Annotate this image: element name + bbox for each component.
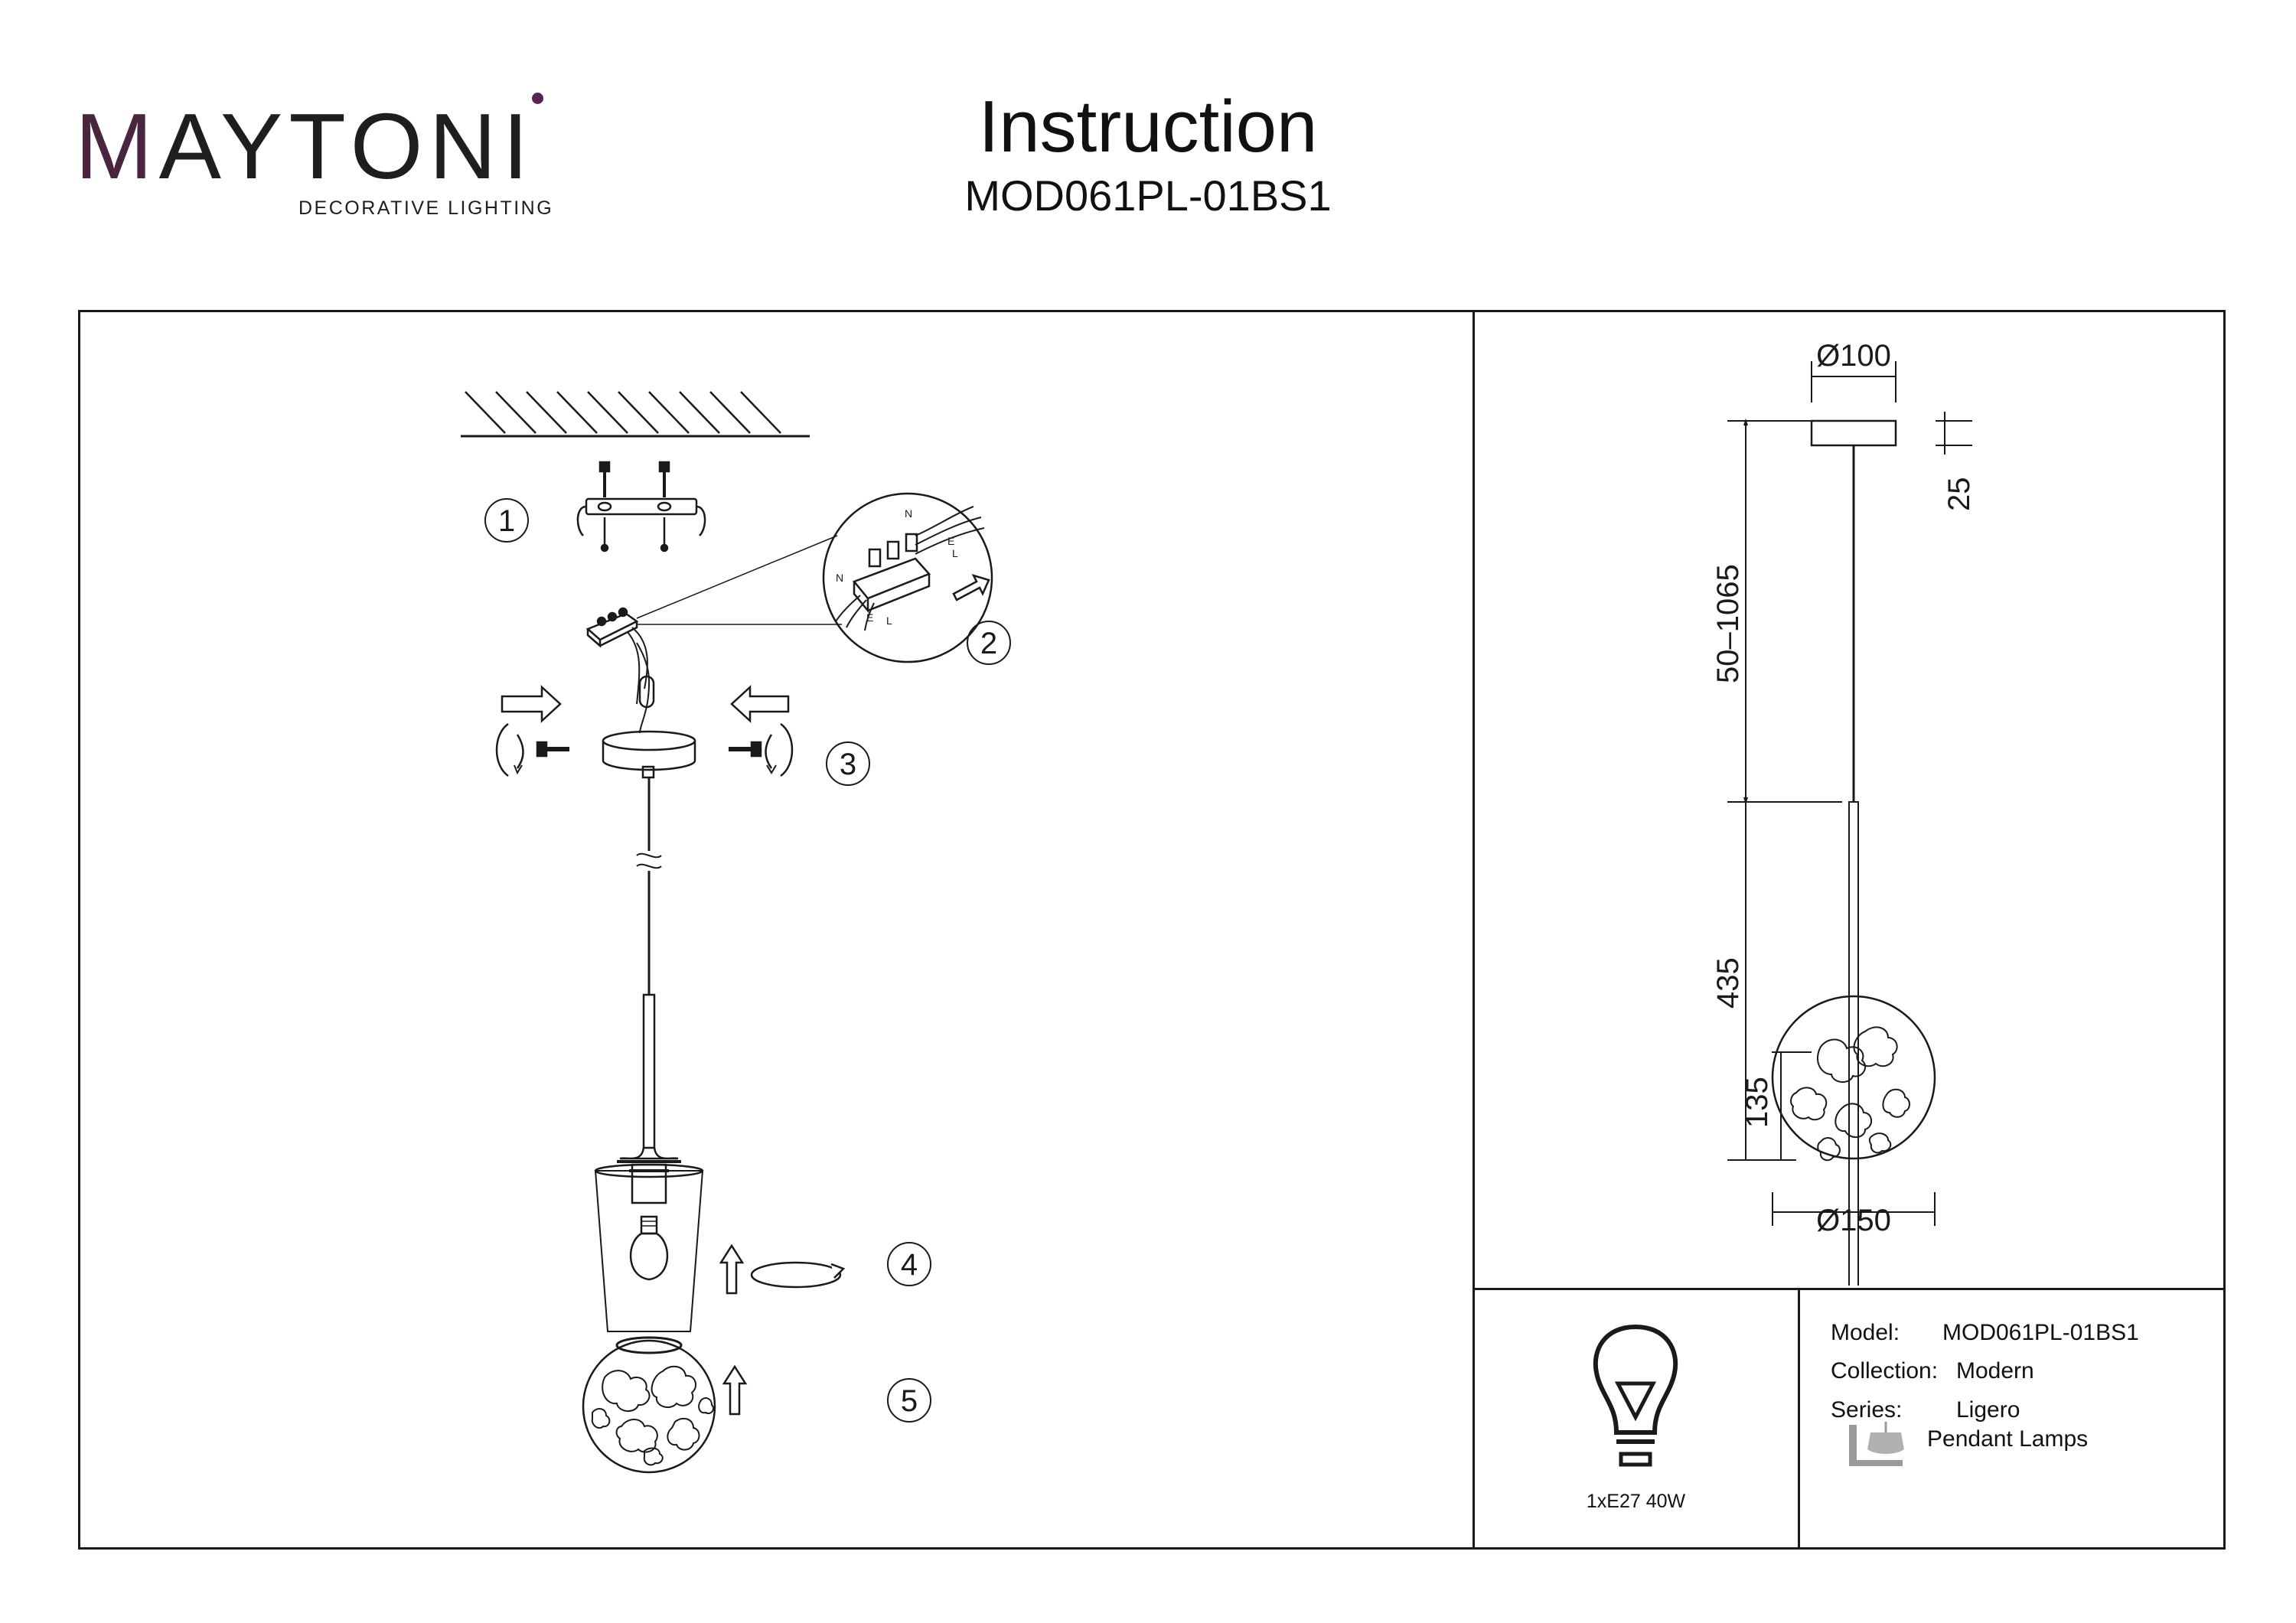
step-number-1: 1 [498,504,515,538]
dim-top-diameter: Ø100 [1816,339,1891,373]
arrow-left-icon [730,685,790,723]
document-frame [78,310,2226,1550]
wire-label-e-bottom: E [866,611,873,624]
brand-logo: MAYTONI [75,99,535,193]
frame-divider-vertical [1473,310,1475,1550]
dim-canopy-height: 25 [1942,477,1976,512]
rotate-icon-right [765,722,794,777]
pendant-lamp-icon [1849,1422,1904,1466]
dim-cord-length: 50–1065 [1711,564,1745,683]
brand-logo-initial: M [75,94,159,198]
arrow-up-icon-step4 [719,1243,745,1295]
wire-label-l-top: L [952,547,958,559]
wiring-labels: N E L N E L [836,507,958,627]
terminal-block [585,607,648,705]
globe-shade [582,1336,716,1474]
spec-type-value: Pendant Lamps [1927,1426,2089,1452]
arrow-right-icon [501,685,562,723]
canopy [602,730,696,779]
suspension-cord [617,777,681,1163]
cone-shade [594,1163,704,1332]
page-subtitle-model: MOD061PL-01BS1 [964,171,1332,220]
wire-label-n-top: N [905,507,912,520]
light-bulb-icon [629,1215,669,1281]
step-number-2: 2 [980,627,997,660]
ceiling-hatch [461,391,810,438]
power-rating: 1xE27 40W [1586,1491,1686,1512]
dim-rod-length: 435 [1711,957,1745,1009]
step-number-5: 5 [901,1384,918,1418]
brand-logo-rest: AYTONI [158,94,535,198]
assembly-diagram: N E L N E L [461,391,1011,1474]
wire-label-l-bottom: L [886,614,892,627]
wire-label-e-top: E [947,535,954,547]
step-number-4: 4 [901,1248,918,1282]
screw-left [536,741,569,758]
page-title: Instruction [978,86,1318,168]
mounting-bracket [576,461,706,552]
spec-collection-value: Modern [1956,1358,2034,1383]
wiring-callout [636,492,993,663]
rotate-icon-step4 [750,1261,846,1289]
spec-model-value: MOD061PL-01BS1 [1942,1320,2139,1345]
brand-tagline: DECORATIVE LIGHTING [298,197,554,219]
spec-series-value: Ligero [1956,1397,2020,1423]
frame-divider-spec [1798,1288,1800,1550]
dimension-drawing: Ø100 Ø150 25 50–1065 435 135 [1711,339,1976,1286]
spec-series-label: Series: [1831,1397,1903,1423]
step-number-3: 3 [840,748,856,781]
dim-shade-diameter: Ø150 [1816,1204,1891,1237]
brand-logo-dot [532,93,543,104]
spec-collection-label: Collection: [1831,1358,1939,1383]
wire-label-n-bottom: N [836,572,843,584]
dim-shade-height: 135 [1740,1077,1774,1128]
frame-divider-horizontal [1473,1288,2226,1290]
supply-cable [636,642,655,734]
screw-right [729,741,762,758]
spec-model-label: Model: [1831,1320,1900,1345]
step-markers [484,498,1011,1423]
rotate-icon-left [495,722,524,777]
arrow-up-icon-step5 [722,1364,748,1416]
bulb-icon [1593,1324,1678,1467]
